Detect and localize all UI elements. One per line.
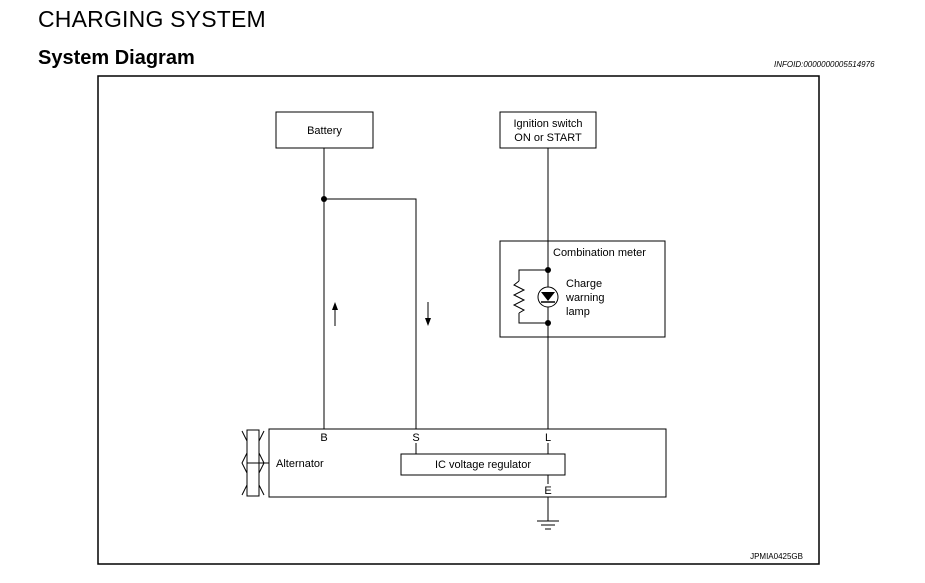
terminal-s: S [412, 432, 419, 444]
pulley-icon [241, 429, 269, 497]
arrow-up-icon [332, 302, 338, 326]
combination-meter-box [499, 240, 666, 338]
ignition-switch-box [499, 111, 597, 149]
ignition-label-line1: Ignition switch [513, 118, 582, 130]
battery-label: Battery [307, 125, 342, 137]
resistor-icon [512, 280, 526, 314]
lamp-label-line3: lamp [566, 306, 590, 318]
regulator-box [400, 453, 566, 476]
resistor-wire-bottom [518, 313, 548, 324]
alternator-label: Alternator [276, 458, 324, 470]
diagram-frame [97, 75, 820, 565]
section-title: System Diagram [38, 47, 195, 69]
combination-meter-label: Combination meter [553, 247, 646, 259]
figure-code: JPMIA0425GB [750, 552, 803, 561]
info-id: INFOID:0000000005514976 [774, 60, 875, 69]
terminal-e: E [544, 485, 551, 497]
ignition-label-line2: ON or START [514, 132, 582, 144]
ground-icon [537, 497, 559, 530]
warning-lamp-icon [537, 286, 559, 308]
wire-s [324, 198, 417, 429]
regulator-label: IC voltage regulator [435, 459, 531, 471]
terminal-b: B [320, 432, 327, 444]
page-title: CHARGING SYSTEM [38, 6, 266, 32]
arrow-down-icon [425, 302, 431, 326]
lamp-label-line2: warning [565, 292, 605, 304]
lamp-label-line1: Charge [566, 278, 602, 290]
battery-box [275, 111, 374, 149]
terminal-l: L [545, 432, 551, 444]
resistor-wire-top [518, 269, 548, 281]
